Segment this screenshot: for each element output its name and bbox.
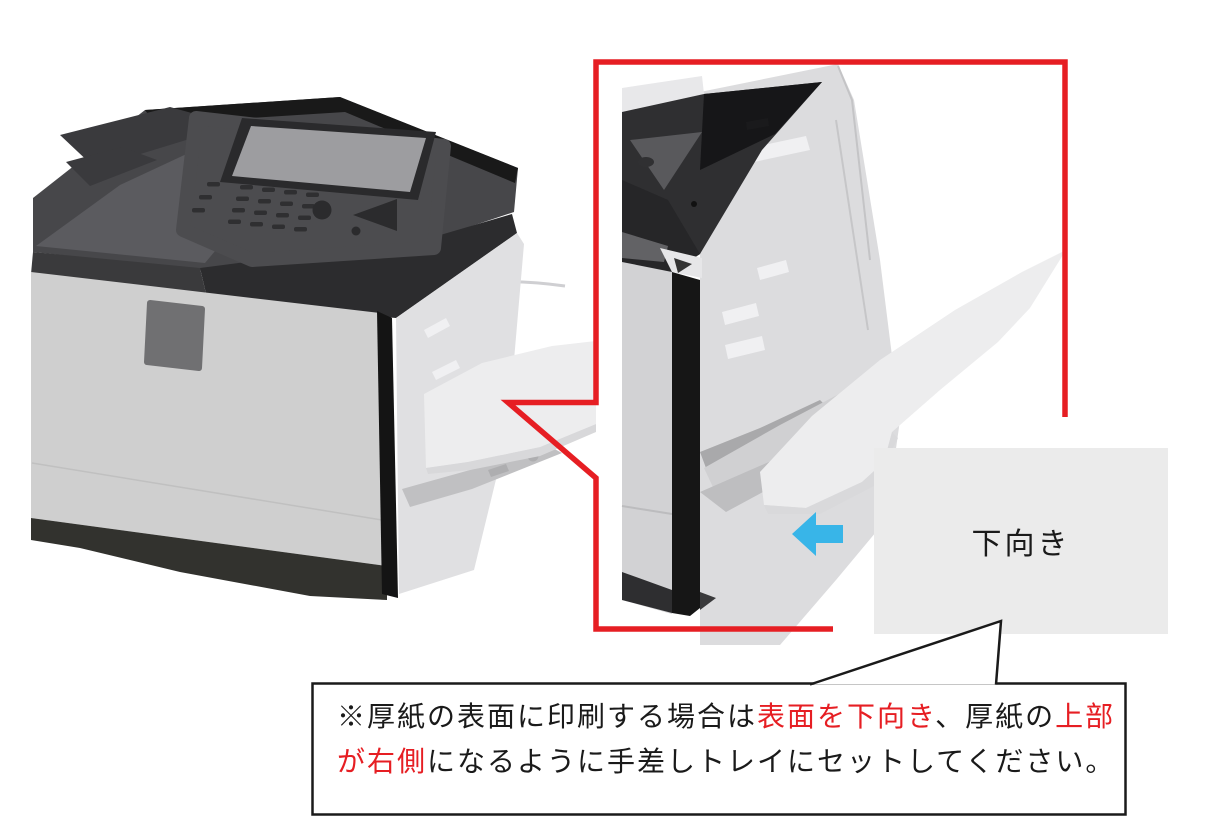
keypad-button bbox=[280, 201, 293, 206]
handle bbox=[144, 300, 205, 371]
note-segment: になるように手差しトレイにセットしてください。 bbox=[427, 746, 1116, 777]
keypad-button bbox=[294, 227, 307, 232]
bypass-paper-left-shade bbox=[426, 424, 596, 474]
keypad-button bbox=[272, 224, 285, 229]
jog-knob bbox=[312, 200, 332, 220]
magnified-view bbox=[621, 64, 1066, 645]
keypad-button bbox=[284, 190, 297, 195]
keypad-button bbox=[192, 208, 205, 213]
keypad-button bbox=[236, 196, 249, 201]
paper-sheet-label bbox=[874, 448, 1168, 634]
keypad-button bbox=[298, 215, 311, 220]
panel-wedge bbox=[353, 199, 397, 231]
keypad-button bbox=[254, 210, 267, 215]
note-line-2: が右側になるように手差しトレイにセットしてください。 bbox=[337, 739, 1126, 784]
tray-arm-clip bbox=[488, 464, 509, 477]
tray-arm bbox=[402, 446, 562, 507]
corner-edge bbox=[377, 311, 398, 598]
keypad-button bbox=[302, 204, 315, 209]
control-panel bbox=[176, 111, 451, 267]
latch-dot bbox=[691, 201, 697, 207]
side-panel-crease bbox=[837, 65, 871, 261]
keypad-button bbox=[199, 195, 212, 200]
magnified-paper-shade bbox=[764, 432, 898, 514]
top-slot bbox=[746, 118, 769, 130]
keypad-button bbox=[207, 182, 220, 187]
callout-tail bbox=[809, 619, 1003, 686]
corner-bevel-shadow bbox=[674, 258, 692, 273]
magnified-base-wedge bbox=[700, 592, 716, 610]
dark-top-facet bbox=[630, 132, 702, 190]
front-panel-seam bbox=[31, 462, 383, 521]
note-segment-highlight: 上部 bbox=[1055, 701, 1116, 732]
note-segment-highlight: 表面を下向き bbox=[757, 701, 936, 732]
paper-face-label: 下向き bbox=[971, 528, 1071, 561]
keypad-button bbox=[228, 219, 241, 224]
bypass-tray-left bbox=[396, 233, 596, 594]
base-strip bbox=[31, 518, 387, 600]
side-vent bbox=[750, 136, 810, 162]
top-bevel bbox=[622, 76, 704, 112]
magnified-corner-edge bbox=[672, 272, 700, 616]
magnified-paper bbox=[760, 250, 1066, 508]
keypad-button bbox=[258, 199, 271, 204]
dark-top-light-band bbox=[622, 232, 668, 262]
left-arrow-icon bbox=[792, 512, 843, 556]
magnifier-outline bbox=[500, 59, 1068, 632]
note-segment-highlight: が右側 bbox=[337, 746, 428, 777]
note-callout-text: ※厚紙の表面に印刷する場合は表面を下向き、厚紙の上部 が右側になるように手差しト… bbox=[312, 683, 1126, 815]
keypad-button bbox=[240, 185, 253, 190]
note-segment: 、厚紙の bbox=[935, 701, 1056, 732]
keypad-button bbox=[232, 208, 245, 213]
side-vent bbox=[725, 336, 765, 359]
power-led bbox=[351, 226, 361, 236]
keypad bbox=[192, 182, 319, 232]
keypad-button bbox=[306, 192, 319, 197]
magnified-base bbox=[622, 572, 672, 613]
side-vent bbox=[424, 318, 450, 338]
side-vent bbox=[757, 260, 789, 280]
note-segment: ※厚紙の表面に印刷する場合は bbox=[337, 701, 758, 732]
note-line-1: ※厚紙の表面に印刷する場合は表面を下向き、厚紙の上部 bbox=[337, 694, 1126, 739]
adf-tray-wedge-lower bbox=[66, 147, 157, 186]
side-vent bbox=[432, 360, 460, 380]
keypad-button bbox=[250, 222, 263, 227]
keypad-button bbox=[262, 187, 275, 192]
magnified-bypass-tray bbox=[700, 250, 1066, 514]
side-vent bbox=[722, 303, 759, 325]
note-box bbox=[311, 682, 1127, 816]
magnified-front-panel bbox=[622, 262, 672, 614]
printer-full-view bbox=[31, 97, 596, 600]
touchscreen bbox=[232, 126, 426, 192]
front-panel bbox=[31, 272, 387, 566]
door-crease bbox=[835, 119, 869, 331]
magnified-front-seam bbox=[621, 505, 673, 515]
keypad-button bbox=[276, 213, 289, 218]
screw-hole bbox=[638, 157, 654, 167]
